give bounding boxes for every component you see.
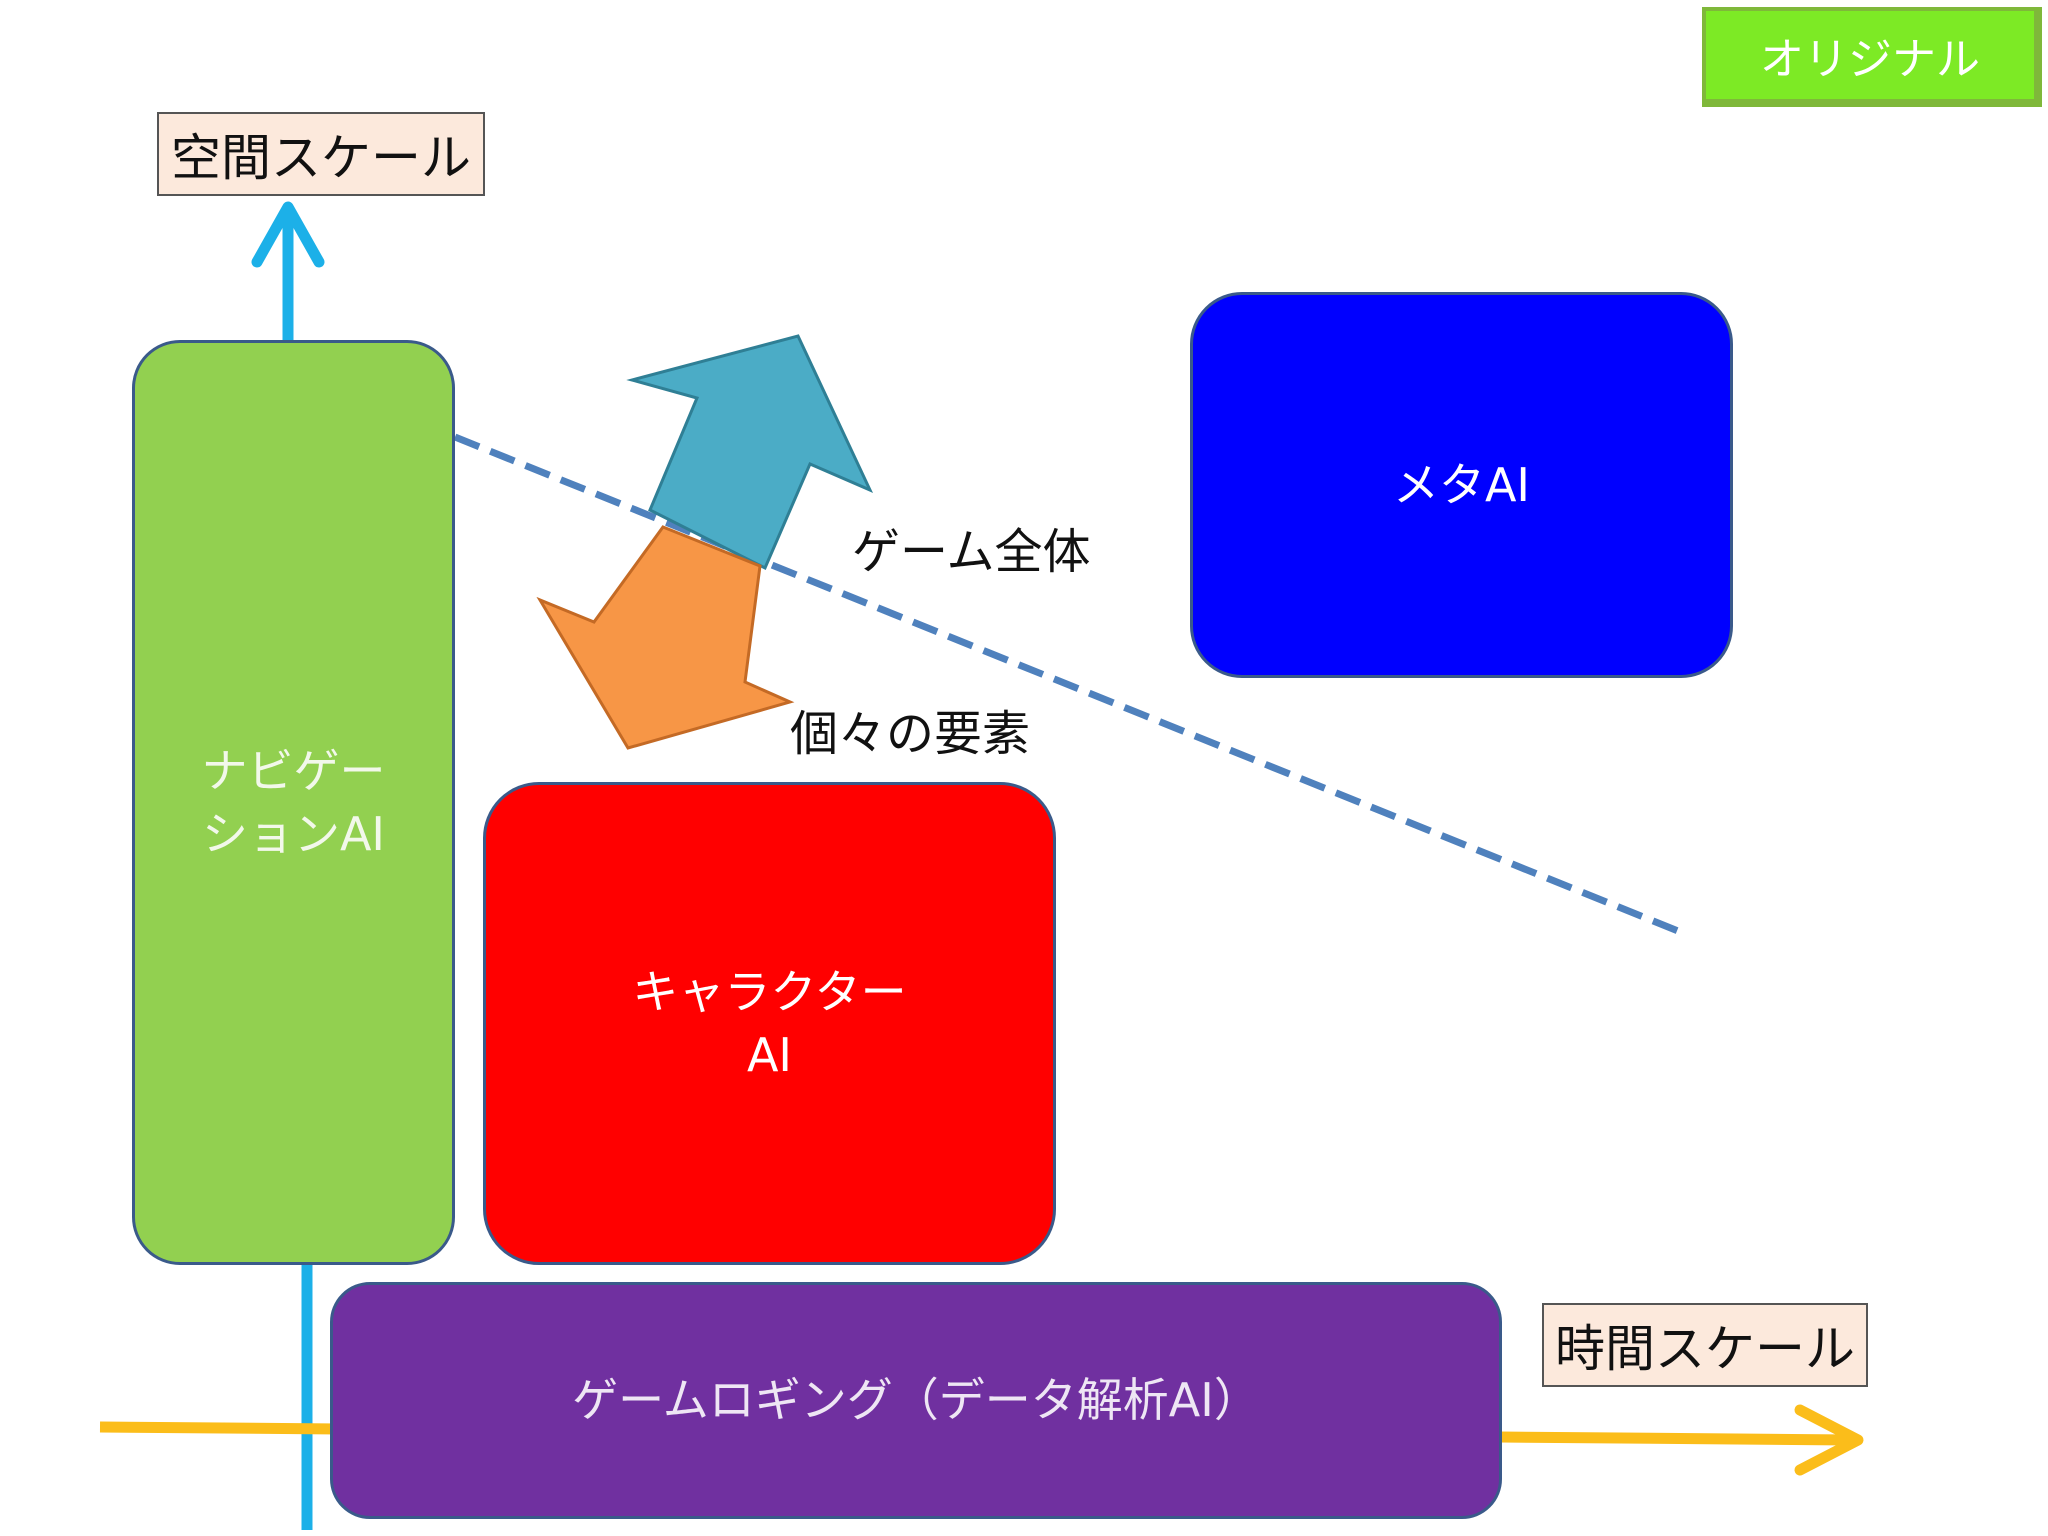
individual-elements-label: 個々の要素 xyxy=(790,706,1031,762)
navigation-ai-box: ナビゲー ションAI xyxy=(132,340,455,1265)
original-badge: オリジナル xyxy=(1702,7,2042,107)
down-arrow-icon xyxy=(536,525,795,750)
game-logging-ai-label: ゲームロギング（データ解析AI） xyxy=(572,1373,1260,1428)
meta-ai-label: メタAI xyxy=(1392,457,1531,512)
x-axis-line-right xyxy=(1499,1431,1851,1446)
y-axis-label: 空間スケール xyxy=(157,112,485,196)
character-ai-box: キャラクター AI xyxy=(483,782,1056,1265)
game-logging-ai-box: ゲームロギング（データ解析AI） xyxy=(330,1282,1502,1519)
character-ai-line1: キャラクター xyxy=(632,965,907,1020)
meta-ai-box: メタAI xyxy=(1190,292,1733,678)
x-axis-label: 時間スケール xyxy=(1542,1303,1868,1387)
navigation-ai-line1: ナビゲー xyxy=(201,744,386,799)
character-ai-line2: AI xyxy=(746,1027,793,1082)
whole-game-label: ゲーム全体 xyxy=(852,524,1091,580)
x-axis-arrowhead xyxy=(1794,1404,1864,1476)
y-axis-arrowhead xyxy=(251,201,325,268)
navigation-ai-line2: ションAI xyxy=(201,806,386,861)
dashed-divider-line xyxy=(453,433,1690,939)
up-arrow-icon xyxy=(626,334,874,571)
x-axis-line-left xyxy=(99,1421,341,1435)
